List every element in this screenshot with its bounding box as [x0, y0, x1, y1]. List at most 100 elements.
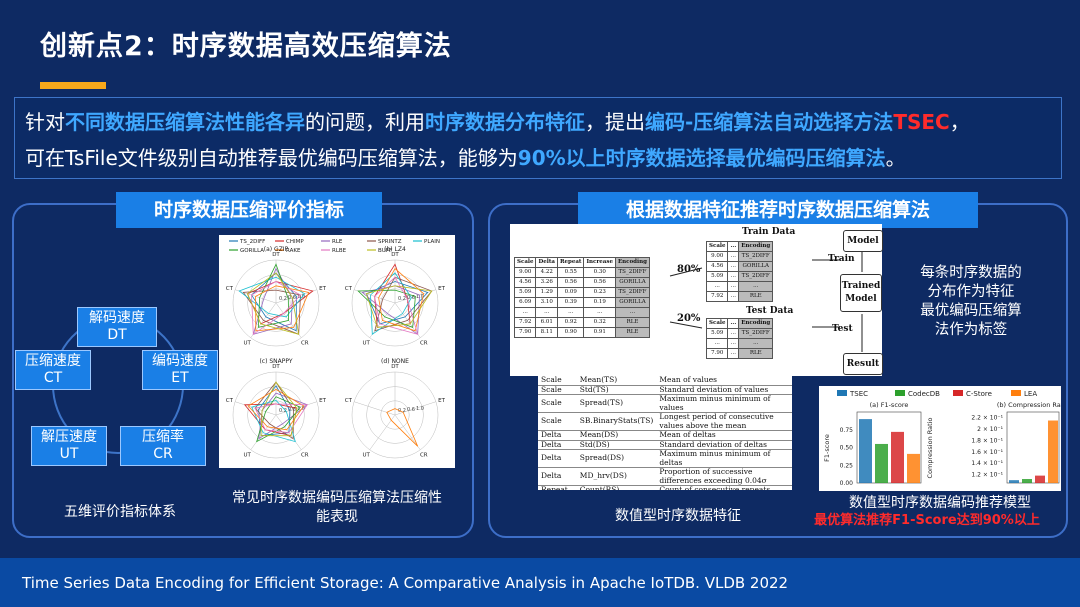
table-cell: ...: [727, 261, 740, 272]
bar-ylabel: Compression Ratio: [926, 418, 934, 479]
bar-tick: 1.6 × 10⁻¹: [971, 449, 1003, 456]
radar-axis-label: UT: [363, 341, 371, 347]
table-cell: ...: [727, 318, 740, 329]
table-cell: ...: [727, 241, 740, 252]
table-row: .........: [705, 338, 774, 349]
radar-tick: 1.0: [297, 406, 305, 412]
metric-abbr: CR: [153, 446, 173, 462]
metric-abbr: ET: [171, 370, 189, 386]
table-cell: TS_2DIFF: [738, 271, 774, 282]
table-cell: Scale: [538, 376, 577, 386]
bar: [875, 443, 888, 483]
table-cell: Mean(TS): [576, 376, 657, 386]
side-note-line: 最优编码压缩算: [920, 303, 1022, 319]
table-cell: ...: [727, 271, 740, 282]
intro-highlight-red: TSEC: [893, 110, 950, 134]
table-cell: Std(DS): [576, 440, 657, 450]
table-cell: Delta: [538, 449, 577, 468]
radar-title: (c) SNAPPY: [259, 358, 292, 365]
table-header: Scale...Encoding: [705, 241, 774, 252]
intro-highlight: 不同数据压缩算法性能各异: [65, 110, 305, 134]
table-cell: Encoding: [738, 318, 774, 329]
model-caption: 数值型时序数据编码推荐模型: [849, 495, 1031, 511]
intro-line-1: 针对不同数据压缩算法性能各异的问题，利用时序数据分布特征，提出编码-压缩算法自动…: [25, 104, 1051, 140]
left-panel-heading: 时序数据压缩评价指标: [116, 192, 382, 228]
title-underline: [40, 82, 106, 89]
radar-axis-label: CT: [345, 286, 353, 292]
bar-tick: 0.50: [840, 445, 854, 452]
right-panel-heading: 根据数据特征推荐时序数据压缩算法: [578, 192, 978, 228]
table-cell: Delta: [538, 440, 577, 450]
bar: [1035, 475, 1045, 483]
table-cell: ...: [738, 338, 774, 349]
metric-label: 压缩速度: [25, 353, 81, 369]
radar-title: (a) GZIP: [264, 246, 289, 253]
radar-tick: 0.2: [279, 296, 287, 302]
bar-legend-swatch: [953, 390, 963, 396]
intro-line-2: 可在TsFile文件级别自动推荐最优编码压缩算法，能够为90%以上时序数据选择最…: [25, 140, 1051, 176]
bar-chart-frame: [856, 411, 922, 484]
pct20-label: 20%: [677, 313, 701, 324]
legend-label: CHIMP: [286, 239, 304, 245]
radar-series: [357, 289, 416, 328]
bar-chart-frame: [1006, 411, 1060, 484]
page-title: 创新点2：时序数据高效压缩算法: [40, 31, 452, 62]
pct80-label: 80%: [677, 264, 701, 275]
train-label: Train: [828, 254, 855, 264]
bar: [859, 419, 872, 483]
radar-axis-label: DT: [391, 364, 399, 370]
table-cell: TS_2DIFF: [738, 251, 774, 262]
table-row: 5.09...TS_2DIFF: [705, 271, 774, 282]
radar-tick: 1.0: [416, 294, 424, 300]
radar-axis: [354, 401, 396, 416]
table-cell: Mean of values: [656, 376, 792, 386]
radar-tick: 0.2: [398, 408, 406, 414]
bar-legend-swatch: [895, 390, 905, 396]
radar-series: [374, 276, 419, 335]
table-cell: ...: [727, 291, 740, 302]
table-cell: Count(RS): [576, 485, 657, 490]
bar: [1009, 480, 1019, 483]
table-cell: Std(TS): [576, 385, 657, 395]
legend-label: BUFF: [378, 248, 392, 254]
legend-label: RLE: [332, 239, 343, 245]
bar-legend-label: C-Store: [966, 390, 992, 398]
footer-bar: [0, 558, 1080, 607]
arrow-to-test: [669, 321, 703, 329]
bar-chart: (b) Compression Ratio1.2 × 10⁻¹1.4 × 10⁻…: [926, 401, 1069, 484]
test-label: Test: [832, 324, 853, 334]
radar-axis-label: UT: [244, 341, 252, 347]
legend-label: RLBE: [332, 248, 347, 254]
table-cell: 8.11: [535, 327, 558, 338]
table-row: 7.90...RLE: [705, 348, 774, 359]
side-note-line: 分布作为特征: [927, 284, 1015, 300]
radar-series: [246, 272, 300, 335]
radar-axis-label: CR: [420, 341, 428, 347]
table-cell: ...: [738, 281, 774, 292]
legend-label: SPRINTZ: [378, 239, 402, 245]
radar-axis-label: DT: [272, 364, 280, 370]
side-note-line: 每条时序数据的: [920, 265, 1022, 281]
bar-legend-label: LEA: [1024, 390, 1037, 398]
table-cell: Scale: [538, 394, 577, 413]
radar-series: [242, 289, 301, 335]
bar: [1048, 420, 1058, 483]
table-cell: 9.00: [705, 251, 729, 262]
radar-tick: 1.0: [297, 294, 305, 300]
radar-axis-label: ET: [438, 398, 445, 404]
